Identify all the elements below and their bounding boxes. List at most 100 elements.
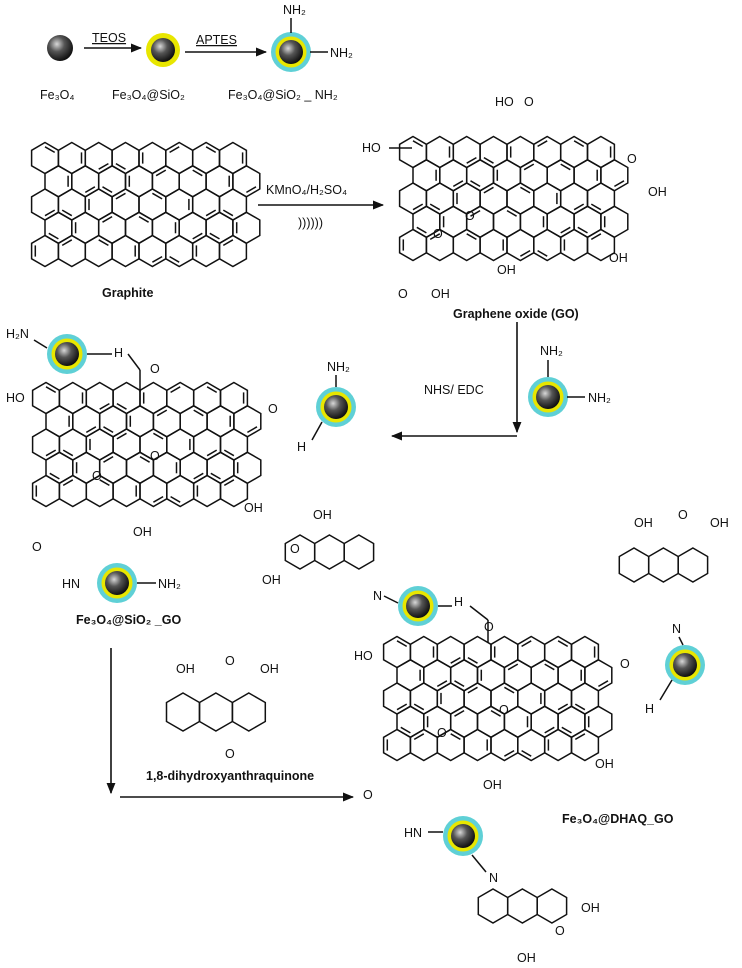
- double-bond: [598, 680, 609, 688]
- anthraquinone-ring: [477, 888, 509, 924]
- double-bond: [544, 726, 555, 734]
- double-bond: [429, 233, 441, 241]
- double-bond: [102, 215, 113, 223]
- go-oh-bottom: OH: [497, 263, 516, 277]
- final-r-oh-left: OH: [634, 516, 653, 530]
- final-right-nh: H: [645, 702, 654, 716]
- go-cooh-bottom-oh: OH: [431, 287, 450, 301]
- double-bond: [222, 209, 234, 217]
- anthraquinone-ring: [198, 692, 234, 732]
- double-bond: [504, 749, 515, 757]
- double-bond: [396, 640, 408, 648]
- double-bond: [520, 186, 531, 194]
- double-bond: [169, 146, 180, 154]
- final-go-sheet: [382, 635, 613, 762]
- double-bond: [98, 239, 109, 247]
- double-bond: [103, 455, 114, 463]
- double-bond: [537, 249, 548, 257]
- double-bond: [483, 156, 494, 164]
- final-top-o: O: [484, 620, 494, 634]
- mid-ho-left: HO: [6, 391, 25, 405]
- mid-right-o: O: [268, 402, 278, 416]
- silica-particle: [146, 33, 180, 67]
- double-bond: [557, 640, 569, 648]
- final-dhaq-top-left: [284, 534, 375, 570]
- double-bond: [574, 703, 586, 711]
- final-top-nh: H: [454, 595, 463, 609]
- final-b-oh-top: OH: [581, 901, 600, 915]
- double-bond: [470, 180, 481, 188]
- double-bond: [103, 426, 114, 434]
- ring: [219, 474, 249, 508]
- double-bond: [115, 162, 126, 170]
- mid-product-label: Fe₃O₄@SiO₂ _GO: [76, 613, 181, 627]
- double-bond: [192, 169, 203, 177]
- double-bond: [152, 255, 163, 263]
- final-bottom-o: O: [363, 788, 373, 802]
- double-bond: [98, 162, 109, 170]
- final-epoxide-1: O: [499, 703, 509, 717]
- final-b-oh-bottom: OH: [517, 951, 536, 965]
- oxidation-reagent: KMnO₄/H₂SO₄: [266, 183, 347, 197]
- dhaq-oh-right: OH: [260, 662, 279, 676]
- double-bond: [466, 156, 477, 164]
- double-bond: [470, 209, 481, 217]
- double-bond: [84, 186, 96, 194]
- final-bottom-hn: HN: [404, 826, 422, 840]
- double-bond: [192, 232, 203, 240]
- final-particle-right: [659, 636, 705, 701]
- final-tl-o: O: [290, 542, 300, 556]
- double-bond: [155, 169, 167, 177]
- mid-h2n-label: H₂N: [6, 327, 29, 341]
- double-bond: [466, 233, 477, 241]
- double-bond: [45, 386, 57, 394]
- double-bond: [156, 409, 168, 417]
- final-ho-left: HO: [354, 649, 373, 663]
- double-bond: [523, 163, 535, 171]
- double-bond: [577, 226, 588, 234]
- final-bottom-n: N: [489, 871, 498, 885]
- double-bond: [223, 479, 235, 487]
- ring: [218, 234, 248, 268]
- go-cooh-top-o: O: [524, 95, 534, 109]
- go-cooh-right-o: O: [627, 152, 637, 166]
- final-tl-oh-bottom: OH: [262, 573, 281, 587]
- mid-bottom-nh2: NH₂: [158, 577, 181, 591]
- nh2-right-label: NH₂: [330, 46, 353, 60]
- go-cooh-top-oh: HO: [495, 95, 514, 109]
- final-particle-bottom: [428, 816, 487, 873]
- double-bond: [520, 249, 531, 257]
- final-label: Fe₃O₄@DHAQ_GO: [562, 812, 674, 826]
- anthraquinone-ring: [165, 692, 201, 732]
- final-b-o: O: [555, 924, 565, 938]
- final-particle-top: [383, 586, 489, 643]
- double-bond: [45, 449, 57, 457]
- double-bond: [48, 232, 59, 240]
- double-bond: [44, 209, 56, 217]
- double-bond: [413, 733, 425, 741]
- fe3o4-label: Fe₃O₄: [40, 88, 75, 102]
- final-tl-oh-top: OH: [313, 508, 332, 522]
- go-oh-label-1: HO: [362, 141, 381, 155]
- reagent-nh2-top: NH₂: [540, 344, 563, 358]
- double-bond: [247, 426, 258, 434]
- anthraquinone-ring: [343, 534, 375, 570]
- go-oh-right: OH: [609, 251, 628, 265]
- anthraquinone-ring: [677, 547, 709, 583]
- mid-right-nh2: NH₂: [327, 360, 350, 374]
- ring: [570, 728, 600, 762]
- double-bond: [223, 449, 235, 457]
- final-r-n: N: [672, 622, 681, 636]
- double-bond: [153, 495, 164, 503]
- double-bond: [412, 140, 424, 148]
- double-bond: [416, 226, 427, 234]
- double-bond: [590, 203, 602, 211]
- double-bond: [206, 449, 218, 457]
- double-bond: [504, 686, 515, 694]
- mid-particle-topleft: [33, 334, 141, 392]
- double-bond: [436, 680, 448, 688]
- double-bond: [573, 140, 585, 148]
- double-bond: [205, 146, 217, 154]
- double-bond: [102, 186, 113, 194]
